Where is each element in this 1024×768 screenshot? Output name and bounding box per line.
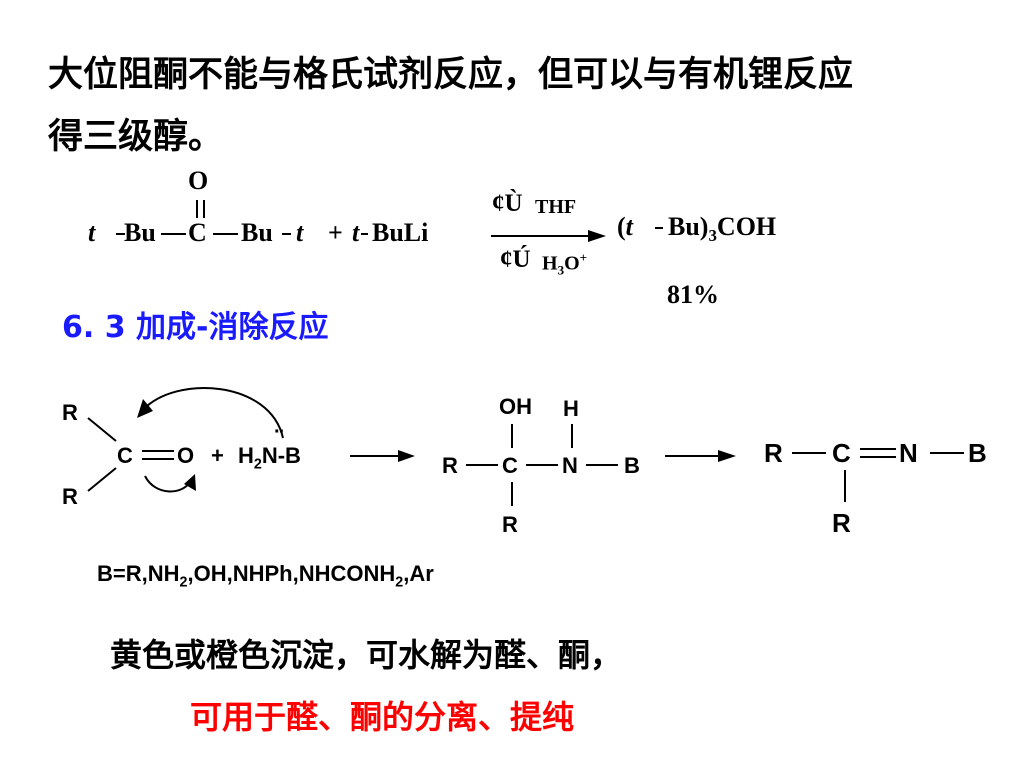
r2-amine-nb: N-B (261, 443, 301, 468)
r2-int-b: B (624, 453, 640, 478)
r2-lone-pair: ·· (274, 421, 285, 443)
r1-h-sub: 3 (557, 262, 565, 278)
r2-bdef-part2: ,OH,NHPh,NHCONH (187, 561, 396, 586)
r1-product-t: t (625, 212, 633, 241)
r1-product-bu: Bu) (668, 212, 709, 241)
r2-bdef-part3: ,Ar (403, 561, 434, 586)
r2-prod-b: B (968, 438, 987, 468)
r2-prod-r-bottom: R (832, 508, 851, 538)
r2-prod-carbon: C (832, 438, 851, 468)
r1-t-label-right: t (296, 218, 304, 247)
r1-product-rest: Bu)3COH (668, 212, 776, 246)
r1-bu-right: Bu (241, 218, 273, 247)
r2-int-r-left: R (442, 453, 458, 478)
note-line-2: 可用于醛、酮的分离、提纯 (190, 698, 575, 736)
r1-o: O (564, 252, 580, 275)
r1-product-sub: 3 (708, 226, 717, 246)
r1-buli: BuLi (372, 218, 429, 247)
r1-t-label-left: t (88, 218, 96, 247)
r2-reactant-oxygen: O (177, 443, 195, 468)
r2-amine: H2N-B (238, 443, 301, 472)
r1-product-coh: COH (716, 212, 777, 241)
r1-bu-left: Bu (124, 218, 156, 247)
r1-o-sup: + (579, 250, 588, 265)
r1-step2-reagent: H3O+ (542, 250, 587, 279)
r2-prod-nitrogen: N (899, 438, 918, 468)
r2-reactant-r-top: R (62, 400, 78, 425)
r1-product-paren: ( (617, 212, 626, 241)
r2-int-h: H (563, 396, 579, 421)
r1-step2-mark: ¢Ú (500, 246, 531, 273)
intro-line-1: 大位阻酮不能与格氏试剂反应，但可以与有机锂反应 (48, 55, 854, 95)
note-line-1: 黄色或橙色沉淀，可水解为醛、酮， (110, 636, 623, 674)
r2-plus: + (211, 443, 224, 468)
r2-bdef-sub1: 2 (179, 574, 188, 591)
r2-bdef-part1: B=R,NH (97, 561, 180, 586)
r1-carbonyl-oxygen: O (188, 166, 209, 195)
r1-carbonyl-carbon: C (188, 218, 207, 247)
r1-t-label-reagent: t (352, 218, 360, 247)
r2-bdef-sub2: 2 (395, 574, 404, 591)
r2-amine-h: H (238, 443, 254, 468)
r2-reactant-r-bottom: R (62, 484, 78, 509)
r1-yield: 81% (667, 280, 719, 309)
r2-amine-sub: 2 (253, 456, 262, 473)
r1-plus: + (328, 218, 343, 247)
r2-prod-r: R (764, 438, 783, 468)
r1-h: H (542, 252, 558, 275)
intro-line-2: 得三级醇。 (48, 117, 224, 157)
r2-int-oh: OH (499, 394, 532, 419)
r1-product: (t (617, 212, 633, 242)
r1-step1-reagent: THF (535, 196, 577, 218)
r2-b-definition: B=R,NH2,OH,NHPh,NHCONH2,Ar (97, 561, 434, 590)
section-title: 6. 3 加成-消除反应 (62, 310, 329, 345)
r1-step1-mark: ¢Ù (492, 190, 523, 217)
r2-reactant-carbon: C (117, 443, 133, 468)
r2-int-r-bottom: R (502, 512, 518, 537)
r2-int-nitrogen: N (562, 453, 578, 478)
r2-int-carbon: C (502, 453, 518, 478)
